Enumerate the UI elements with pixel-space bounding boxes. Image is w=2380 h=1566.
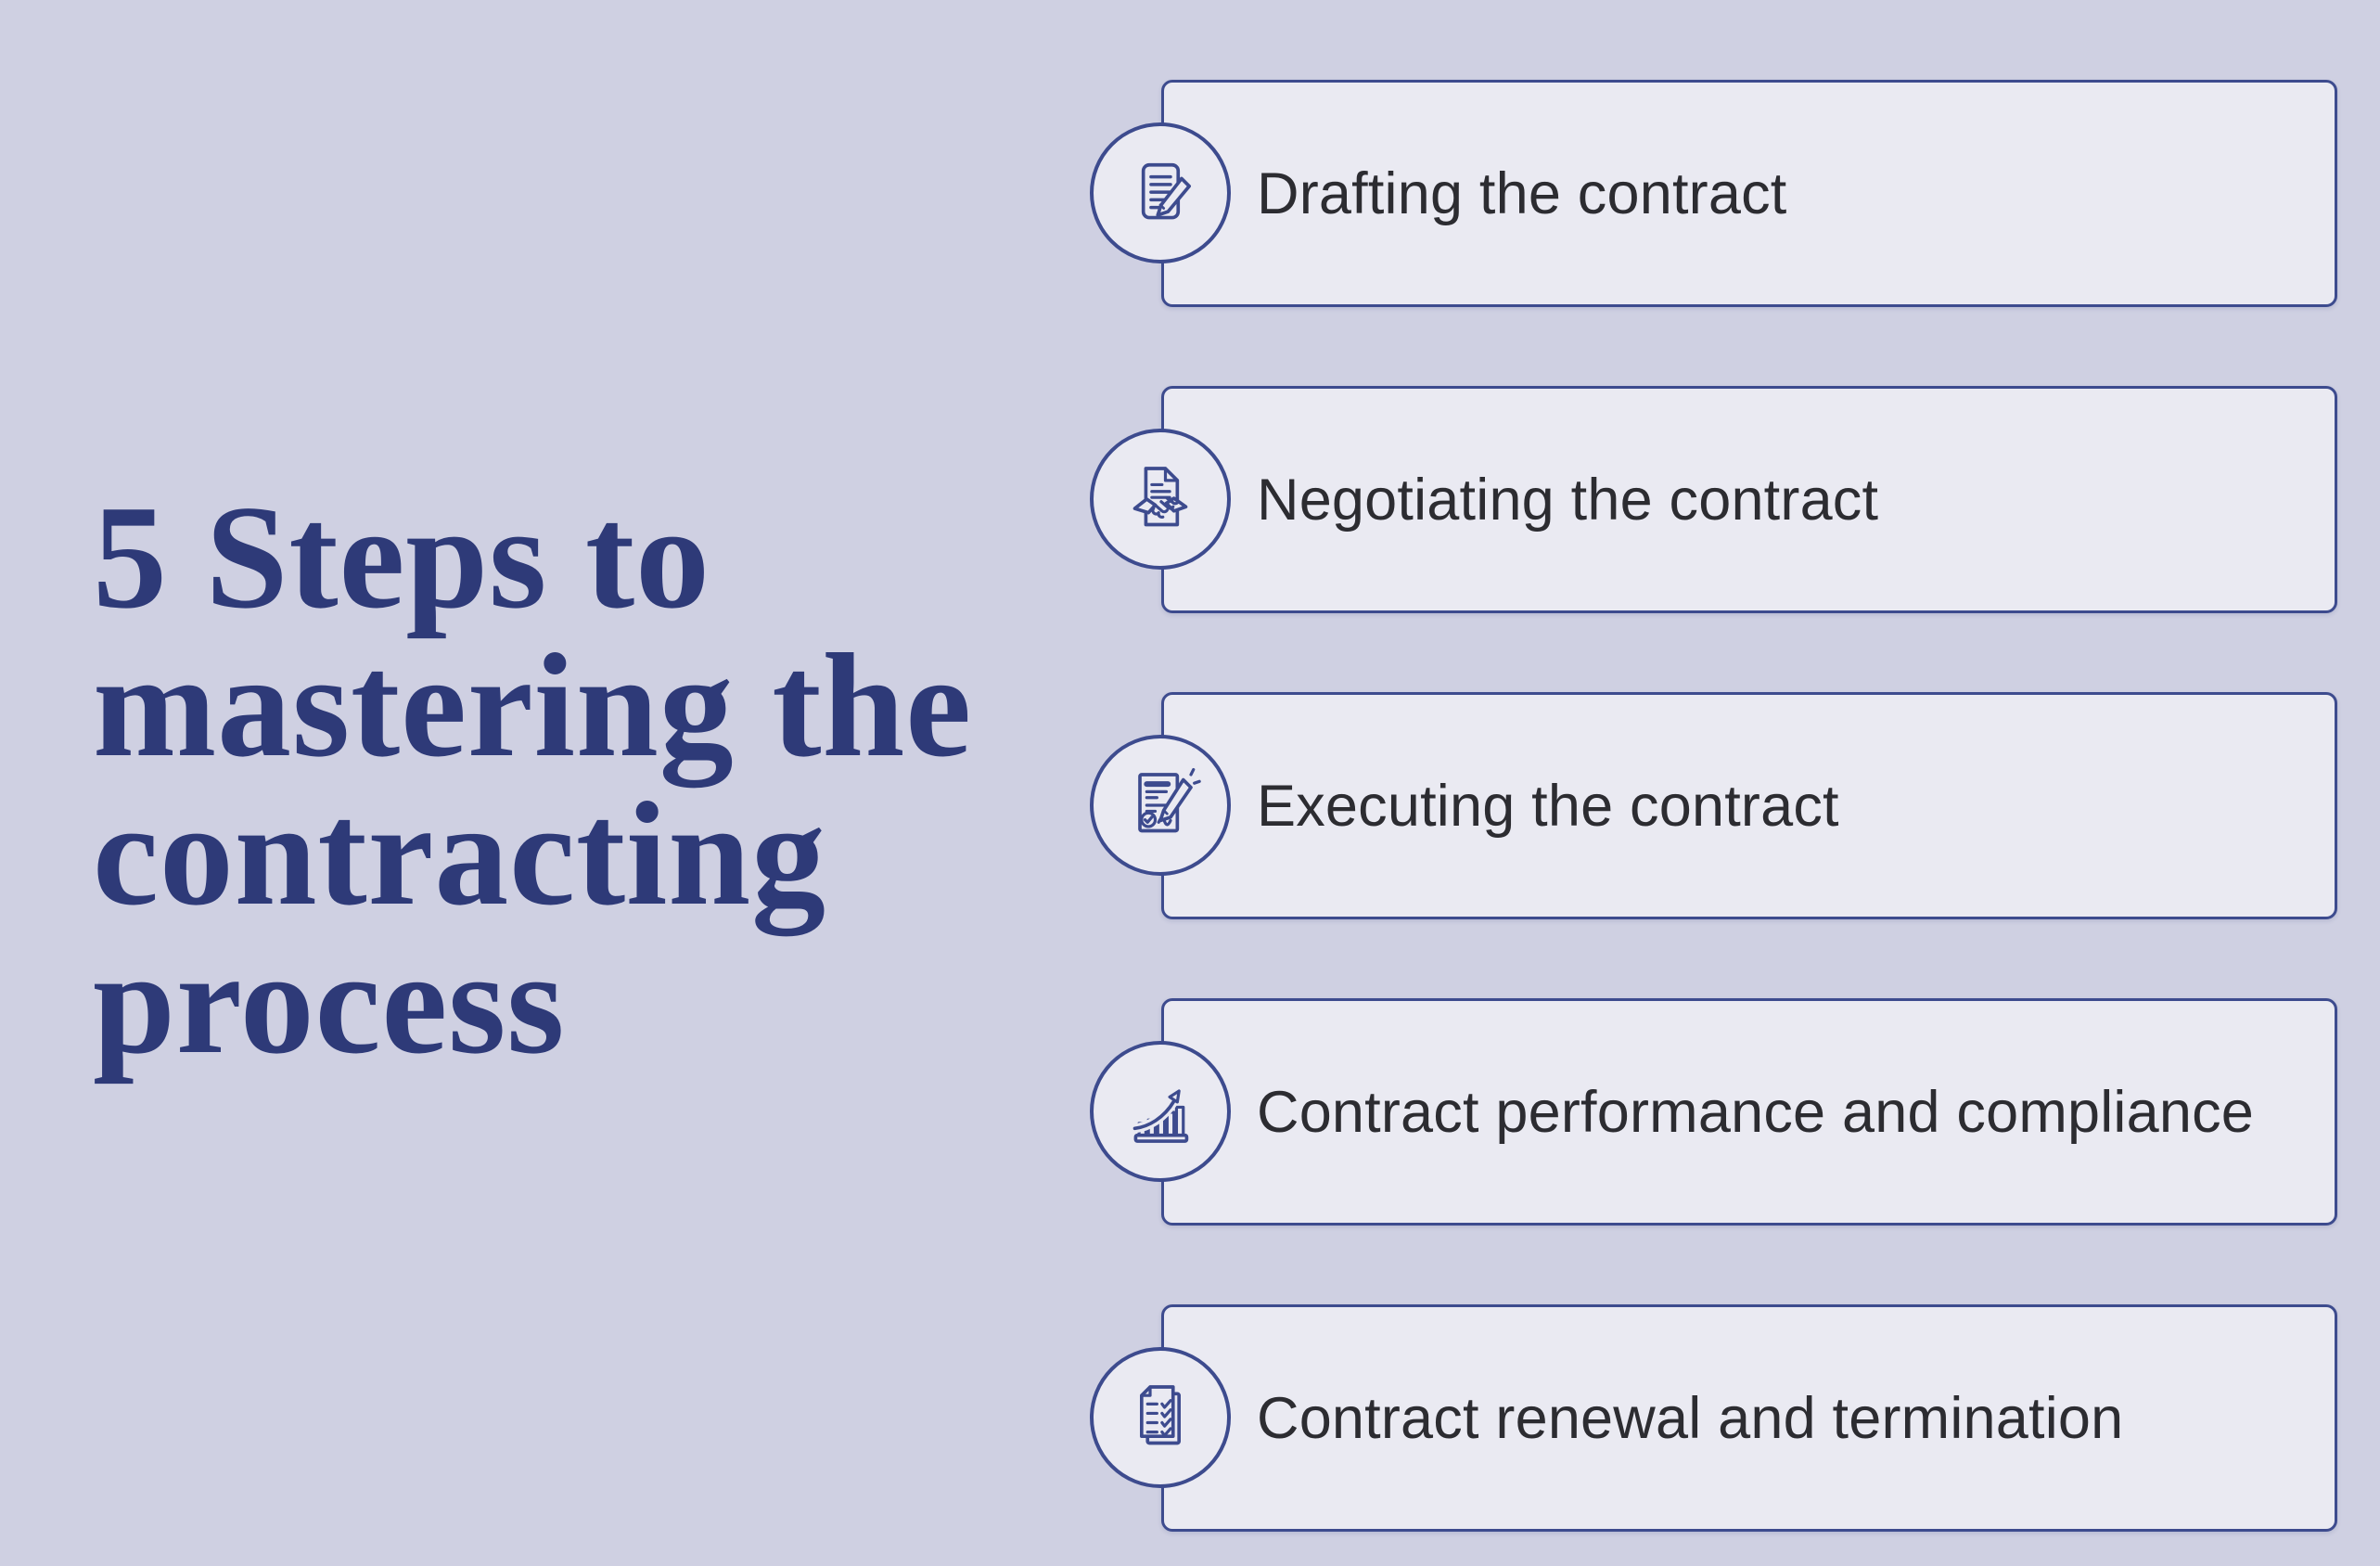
document-signing-icon (1138, 767, 1201, 833)
growth-chart-icon (1130, 1089, 1189, 1143)
checklist-pages-icon (1140, 1385, 1181, 1445)
page-title: 5 Steps to mastering the contracting pro… (93, 482, 972, 1076)
step-icon-badge (1090, 1347, 1231, 1488)
step-icon-badge (1090, 429, 1231, 570)
title-line: process (93, 919, 566, 1085)
step-label: Contract performance and compliance (1257, 1079, 2255, 1145)
title-line: 5 Steps to (93, 474, 710, 639)
step-label: Executing the contract (1257, 773, 1839, 839)
step-label: Negotiating the contract (1257, 467, 1879, 533)
document-pen-icon (1141, 162, 1191, 220)
step-card-drafting: Drafting the contract (1090, 80, 2337, 307)
step-label: Contract renewal and termination (1257, 1385, 2124, 1451)
step-label: Drafting the contract (1257, 160, 1787, 226)
document-handshake-icon (1132, 467, 1188, 527)
step-icon-badge (1090, 1041, 1231, 1182)
step-icon-badge (1090, 735, 1231, 876)
step-card-negotiating: Negotiating the contract (1090, 386, 2337, 613)
step-icon-badge (1090, 122, 1231, 263)
title-line: mastering the (93, 623, 972, 788)
step-card-renewal: Contract renewal and termination (1090, 1304, 2337, 1532)
step-card-performance: Contract performance and compliance (1090, 998, 2337, 1226)
title-line: contracting (93, 771, 826, 936)
step-card-executing: Executing the contract (1090, 692, 2337, 919)
